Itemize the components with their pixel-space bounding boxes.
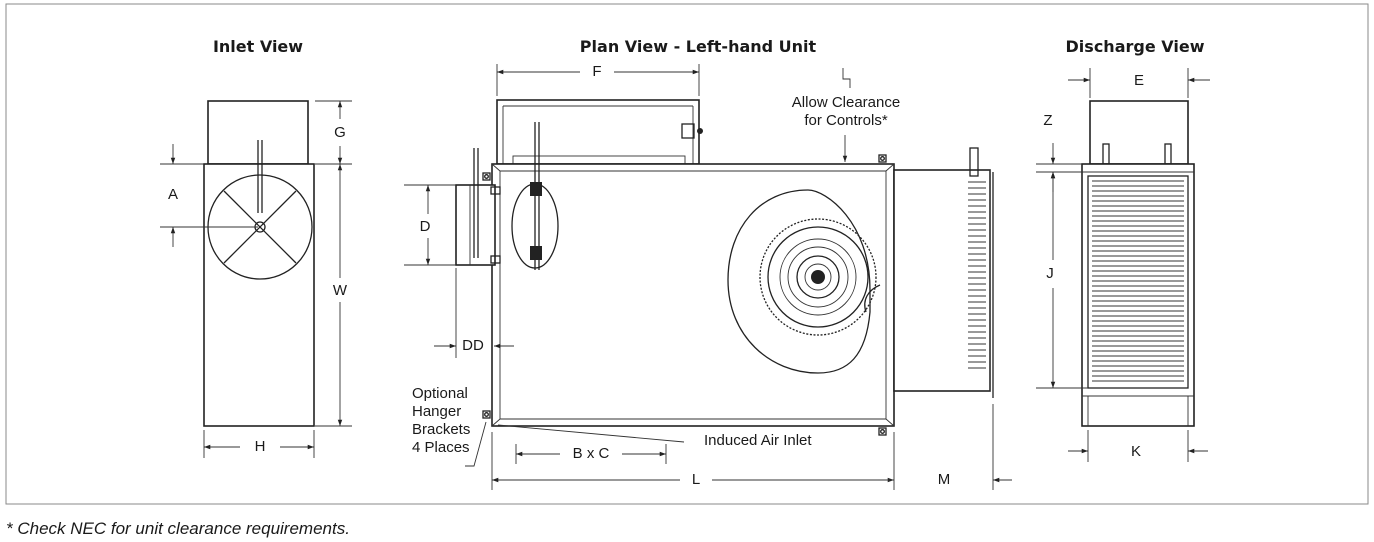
title-plan-view: Plan View - Left-hand Unit xyxy=(579,37,817,56)
title-inlet-view: Inlet View xyxy=(212,37,304,56)
discharge-body xyxy=(1081,163,1195,427)
dim-label-w: W xyxy=(332,282,348,299)
dim-label-d: D xyxy=(419,218,431,235)
inlet-view xyxy=(160,100,352,458)
callout-hanger-line1: Optional xyxy=(412,385,468,402)
dim-label-g: G xyxy=(334,124,346,141)
callout-clearance-line1: Allow Clearance xyxy=(791,94,901,111)
dim-label-a: A xyxy=(167,186,179,203)
title-discharge-view: Discharge View xyxy=(1065,37,1205,56)
discharge-controls-box xyxy=(1089,100,1189,165)
plan-view xyxy=(404,64,1012,490)
dim-label-m: M xyxy=(937,471,951,488)
discharge-grille xyxy=(1087,175,1189,389)
inlet-body xyxy=(203,163,315,427)
dim-label-dd: DD xyxy=(462,337,484,354)
dim-label-f: F xyxy=(592,63,602,80)
blower-wheel xyxy=(759,218,877,336)
plan-inlet-collar xyxy=(455,184,496,266)
callout-induced-air-inlet: Induced Air Inlet xyxy=(704,432,812,449)
callout-hanger-line3: Brackets xyxy=(412,421,471,438)
dim-label-bxc: B x C xyxy=(572,445,610,462)
main-cabinet xyxy=(491,163,895,427)
callout-hanger-line2: Hanger xyxy=(412,403,462,420)
outer-frame xyxy=(5,3,1369,505)
callout-hanger-line4: 4 Places xyxy=(412,439,470,456)
dim-label-j: J xyxy=(1046,265,1054,282)
dim-label-h: H xyxy=(254,438,266,455)
dim-label-z: Z xyxy=(1043,112,1053,129)
callout-clearance-line2: for Controls* xyxy=(804,112,888,129)
footnote: * Check NEC for unit clearance requireme… xyxy=(6,519,350,538)
discharge-plenum xyxy=(893,169,991,392)
controls-enclosure xyxy=(496,99,700,165)
dim-label-e: E xyxy=(1133,72,1145,89)
blower-housing xyxy=(727,189,871,374)
dim-label-l: L xyxy=(691,471,701,488)
dim-label-k: K xyxy=(1130,443,1142,460)
discharge-view xyxy=(1036,68,1210,462)
